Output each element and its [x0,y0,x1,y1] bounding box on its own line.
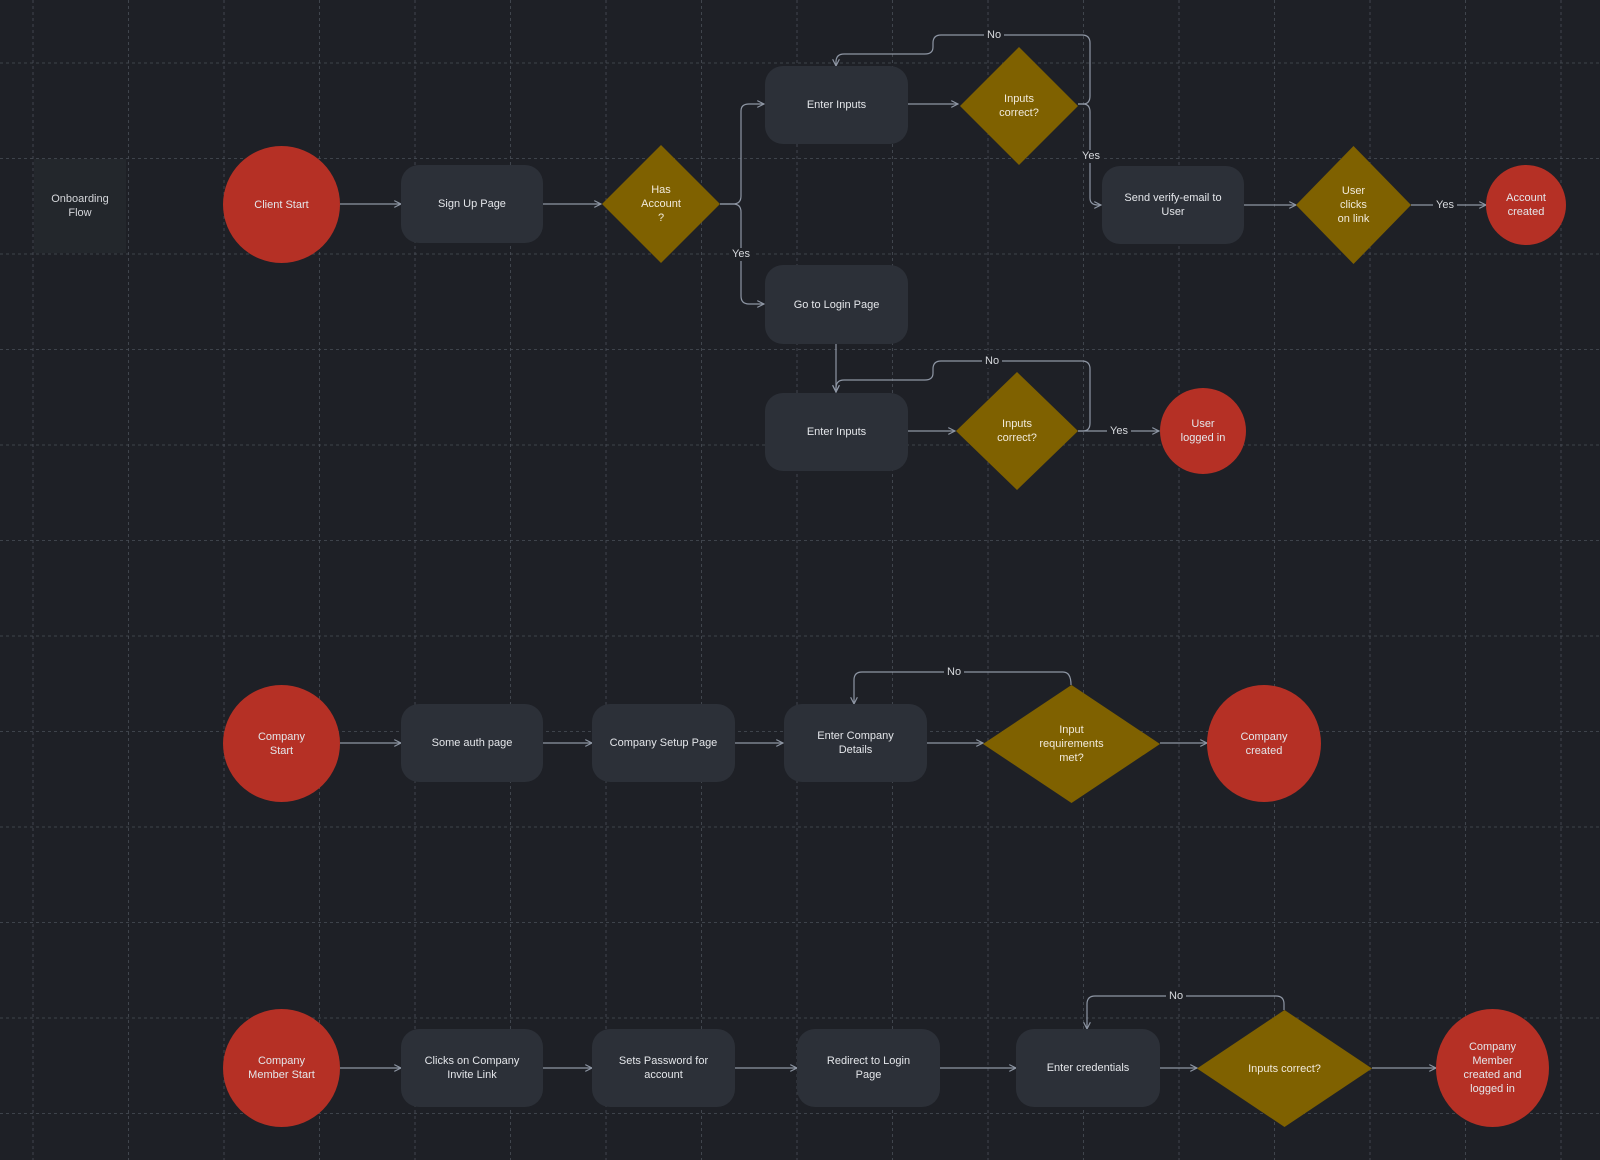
company-member-start-node[interactable]: Company Member Start [223,1009,340,1127]
client-start-node[interactable]: Client Start [223,146,340,263]
company-created-node[interactable]: Company created [1207,685,1321,802]
enter-company-details-node[interactable]: Enter Company Details [784,704,927,782]
sign-up-page-node[interactable]: Sign Up Page [401,165,543,243]
clicks-invite-link-node[interactable]: Clicks on Company Invite Link [401,1029,543,1107]
inputs-correct-member-label: Inputs correct? [1248,1062,1321,1075]
user-clicks-link-decision[interactable]: User clicks on link [1296,146,1411,264]
edge-label-yes-verified: Yes [1433,199,1457,212]
company-setup-page-node[interactable]: Company Setup Page [592,704,735,782]
edge-label-no-member: No [1166,990,1187,1003]
account-created-node[interactable]: Account created [1486,165,1566,245]
some-auth-page-node[interactable]: Some auth page [401,704,543,782]
redirect-login-node[interactable]: Redirect to Login Page [797,1029,940,1107]
edge-has-account-to-enter-inputs [720,104,764,205]
member-created-node[interactable]: Company Member created and logged in [1436,1009,1549,1127]
edge-check-no-loop [836,34,1091,105]
edge-label-yes-has-account: Yes [729,248,753,261]
go-to-login-page-node[interactable]: Go to Login Page [765,265,908,344]
enter-credentials-node[interactable]: Enter credentials [1016,1029,1160,1107]
edge-label-yes-login: Yes [1107,425,1131,438]
edge-requirements-no-loop [854,671,1072,704]
user-logged-in-node[interactable]: User logged in [1160,388,1246,474]
inputs-correct-login-decision[interactable]: Inputs correct? [956,372,1078,490]
has-account-decision[interactable]: Has Account ? [602,145,720,263]
edge-label-yes-signup: Yes [1079,150,1103,163]
inputs-correct-login-label: Inputs correct? [997,418,1037,444]
input-requirements-label: Input requirements met? [1039,724,1104,764]
sets-password-node[interactable]: Sets Password for account [592,1029,735,1107]
send-verify-email-node[interactable]: Send verify-email to User [1102,166,1244,244]
edge-label-no-company: No [944,666,965,679]
inputs-correct-signup-label: Inputs correct? [999,93,1039,119]
edge-label-no-signup: No [984,29,1005,42]
enter-inputs-signup-node[interactable]: Enter Inputs [765,66,908,144]
edge-login-check-no-loop [836,360,1091,432]
enter-inputs-login-node[interactable]: Enter Inputs [765,393,908,471]
company-start-node[interactable]: Company Start [223,685,340,802]
input-requirements-decision[interactable]: Input requirements met? [983,685,1160,803]
inputs-correct-signup-decision[interactable]: Inputs correct? [960,47,1078,165]
edge-label-no-login: No [982,355,1003,368]
user-clicks-link-label: User clicks on link [1337,185,1370,225]
diagram-title: Onboarding Flow [34,159,126,253]
inputs-correct-member-decision[interactable]: Inputs correct? [1197,1010,1372,1127]
has-account-label: Has Account ? [641,184,681,224]
